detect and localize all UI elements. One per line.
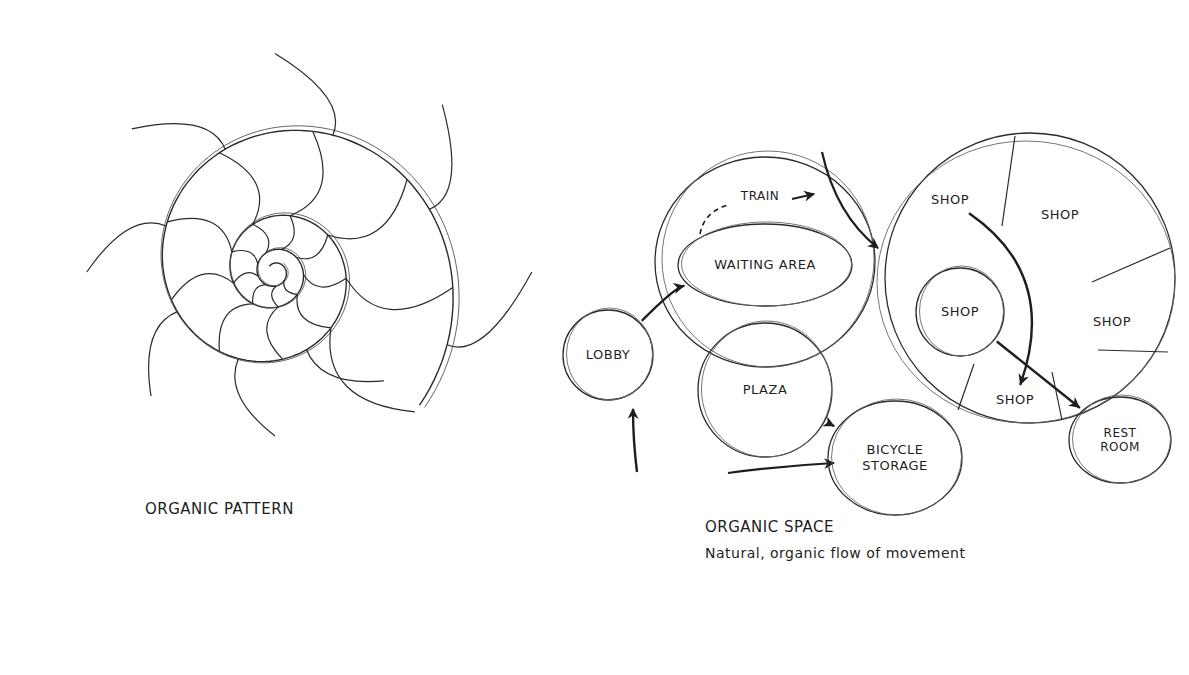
bubble-outline [567, 308, 653, 400]
bubble-outline [682, 222, 852, 306]
entry-arrow [633, 409, 637, 472]
growth-line [87, 53, 532, 436]
space-bubble: PLAZA [697, 322, 833, 458]
shop-ring [877, 141, 1175, 423]
flow-arrow [643, 286, 684, 320]
space-bubble: BICYCLE STORAGE [827, 400, 963, 516]
shop-divider [1002, 136, 1015, 226]
figure-title: ORGANIC SPACE [705, 518, 834, 536]
node-text: SHOP [941, 304, 979, 320]
zone-outline [662, 151, 874, 367]
space-bubble: REST ROOM [1068, 396, 1172, 484]
node-text: LOBBY [586, 347, 631, 363]
bubble-outline [702, 321, 832, 457]
shop-zone: SHOP [990, 388, 1041, 412]
train-arrow [792, 194, 814, 199]
node-text: PLAZA [743, 382, 788, 398]
shop-zone: SHOP [925, 188, 976, 212]
figure-note: Natural, organic flow of movement [705, 545, 965, 562]
spiral-line [162, 130, 453, 405]
shop-zone: SHOP [1035, 203, 1086, 227]
node-text: SHOP [1041, 207, 1079, 223]
bubble-outline [1073, 395, 1171, 483]
train-arrow [700, 205, 728, 234]
node-text: SHOP [996, 392, 1034, 408]
space-bubble: SHOP [915, 267, 1005, 357]
entry-arrow [822, 152, 878, 248]
spiral-line [161, 126, 459, 408]
space-bubble: LOBBY [562, 309, 654, 401]
entry-arrow [728, 463, 834, 473]
train-label: TRAIN [741, 189, 779, 203]
bubble-outline [920, 266, 1004, 356]
flow-arrow [828, 423, 834, 426]
node-text: SHOP [1093, 314, 1131, 330]
chamber-wall [167, 131, 453, 412]
shop-divider [1098, 350, 1168, 352]
shop-divider [958, 364, 974, 410]
node-text: SHOP [931, 192, 969, 208]
bubble-outline [832, 399, 962, 515]
shop-ring [885, 133, 1175, 423]
shop-divider [1092, 248, 1170, 282]
flow-arrow [970, 214, 1032, 385]
shop-divider [1052, 372, 1062, 420]
shop-zone: SHOP [1087, 310, 1138, 334]
node-text: REST ROOM [1085, 426, 1155, 455]
node-text: WAITING AREA [714, 257, 816, 273]
space-bubble: WAITING AREA [677, 223, 853, 307]
figure-title: ORGANIC PATTERN [145, 500, 294, 518]
node-text: BICYCLE STORAGE [849, 442, 942, 473]
